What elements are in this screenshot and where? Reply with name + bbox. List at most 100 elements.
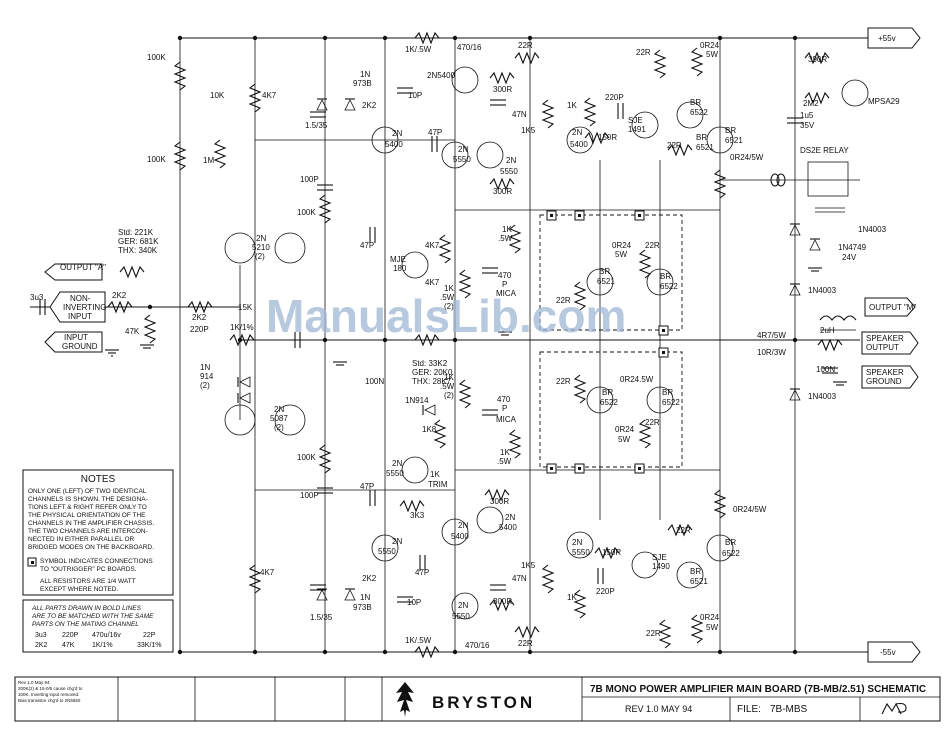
label-c-47p-mid: 47P xyxy=(428,128,442,137)
label-bias-thx: THX: 28K7 xyxy=(412,377,452,386)
label-relay: DS2E RELAY xyxy=(800,146,849,155)
label-q-2n5210-3: (2) xyxy=(255,252,265,261)
label-q-br6521-d-1: BR xyxy=(690,567,701,576)
label-r-0r24-5w-d: 0R24.5W xyxy=(620,375,654,384)
label-q-mje180-1: MJE xyxy=(390,255,406,264)
input-label-1: NON- xyxy=(70,294,91,303)
label-q-2n5087-3: (2) xyxy=(274,423,284,432)
label-r-0r24-5w-e-2: 5W xyxy=(618,435,630,444)
rev-note-1: Rev 1.0 May 94 xyxy=(18,680,50,685)
label-c-1-5-35-top: 1.5/35 xyxy=(305,121,328,130)
matched-33k-1pct: 33K/1% xyxy=(137,642,162,649)
label-r-100k-b: 100K xyxy=(147,155,166,164)
label-c-470p-mica-b-1: 470 xyxy=(497,395,511,404)
label-gain-ger: GER: 681K xyxy=(118,237,159,246)
label-q-br6522-d-1: BR xyxy=(662,388,673,397)
label-q-br6521-a-2: 6521 xyxy=(696,143,714,152)
label-zener-top-1: 1N xyxy=(360,70,370,79)
label-r-100k-c: 100K xyxy=(297,208,316,217)
label-r-1k-5w-m2-2: .5W xyxy=(440,293,455,302)
label-c-470-16-top: 470/16 xyxy=(457,43,482,52)
label-r-1k-5w-m2-1: 1K xyxy=(444,284,454,293)
label-r-1k-5w-m4-1: 1K xyxy=(500,448,510,457)
label-c-470p-mica-a-1: 470 xyxy=(498,271,512,280)
label-d-1n4003-a: 1N4003 xyxy=(858,225,887,234)
notes-resistor-1: ALL RESISTORS ARE 1/4 WATT xyxy=(40,578,136,585)
label-r-10k: 10K xyxy=(210,91,225,100)
label-r-4k7-bot: 4K7 xyxy=(260,568,275,577)
label-d-1n914-1: 1N xyxy=(200,363,210,372)
label-trim-1: 1K xyxy=(430,470,440,479)
label-q-2n5087-1: 2N xyxy=(274,405,284,414)
label-q-br6522-e-1: BR xyxy=(725,538,736,547)
label-q-sje1490-1: SJE xyxy=(652,553,667,562)
input-ground-label-2: GROUND xyxy=(62,342,98,351)
label-c-100p-a: 100P xyxy=(300,175,319,184)
label-r-100k-d: 100K xyxy=(297,453,316,462)
label-gain-std: Std: 221K xyxy=(118,228,154,237)
label-q-2n5400-d-2: 5400 xyxy=(570,140,588,149)
rev-note-4: Bias transistor chg'd to 2N5550 xyxy=(18,698,81,703)
label-r-4r7-5w: 4R7/5W xyxy=(757,331,786,340)
label-q-br6522-a-2: 6522 xyxy=(690,108,708,117)
notes-resistor-2: EXCEPT WHERE NOTED. xyxy=(40,586,118,593)
label-c-1-5-35-bot: 1.5/35 xyxy=(310,613,333,622)
rev-note-3: 100K. Inverting input removed. xyxy=(18,692,79,697)
label-q-br6521-c-2: 6521 xyxy=(597,277,615,286)
designer-mark-icon xyxy=(881,702,907,715)
brand-logo: BRYSTON xyxy=(432,693,535,712)
label-c-220p-a: 220P xyxy=(605,93,624,102)
label-c-47p-c: 47P xyxy=(415,568,429,577)
notes-symbol-1: SYMBOL INDICATES CONNECTIONS xyxy=(40,558,153,565)
label-c-470p-mica-b-3: MICA xyxy=(496,415,517,424)
speaker-ground-connector: SPEAKER GROUND xyxy=(861,365,919,389)
label-r-1k-5w-top: 1K/.5W xyxy=(405,45,432,54)
label-q-br6521-a-1: BR xyxy=(696,133,707,142)
label-q-2n5210-1: 2N xyxy=(256,234,266,243)
revision-text: REV 1.0 MAY 94 xyxy=(625,704,692,714)
label-d-1n914-b: 1N914 xyxy=(405,396,429,405)
label-l-2uh: 2uH xyxy=(820,326,835,335)
label-r-22r-g: 22R xyxy=(645,418,660,427)
rev-note-2: 200K(2) & 15-0/5 cause chg'd to xyxy=(18,686,83,691)
speaker-output-label-2: OUTPUT xyxy=(866,343,899,352)
diodes xyxy=(237,98,821,601)
label-r-47k: 47K xyxy=(125,327,140,336)
label-q-2n5400-a-1: 2N xyxy=(392,129,402,138)
label-c-10p-top: 10P xyxy=(408,91,422,100)
label-r-1k-5w-m4-2: .5W xyxy=(497,457,512,466)
matched-2k2: 2K2 xyxy=(35,642,48,649)
label-r-10r-3w: 10R/3W xyxy=(757,348,786,357)
label-q-2n5550-c-1: 2N xyxy=(506,156,516,165)
label-r-1k5-top: 1K5 xyxy=(521,126,536,135)
label-q-br6522-b-2: 6522 xyxy=(660,282,678,291)
label-q-2n5400-c-2: 5400 xyxy=(451,532,469,541)
positive-rail: +55v xyxy=(180,27,921,49)
capacitors xyxy=(39,87,838,603)
label-r-0r24-5w-e-1: 0R24 xyxy=(615,425,635,434)
signal-bus xyxy=(30,38,860,652)
label-r-2k2-bot: 2K2 xyxy=(362,574,377,583)
label-bias-ger: GER: 20K0 xyxy=(412,368,453,377)
label-r-4k7-top: 4K7 xyxy=(262,91,277,100)
label-q-br6522-b-1: BR xyxy=(660,272,671,281)
label-r-1k8: 1K8 xyxy=(422,425,437,434)
label-r-2k2-b: 2K2 xyxy=(192,313,207,322)
label-r-4k7-m2: 4K7 xyxy=(425,278,440,287)
label-r-300r-a: 300R xyxy=(493,85,512,94)
notes-line-7: NECTED IN EITHER PARALLEL OR xyxy=(28,536,134,543)
label-r-47n-top: 47N xyxy=(512,110,527,119)
matched-3u3: 3u3 xyxy=(35,632,47,639)
notes-line-6: THE TWO CHANNELS ARE INTERCON- xyxy=(28,528,148,535)
label-q-2n5400-d-1: 2N xyxy=(572,128,582,137)
non-inverting-input-connector: NON- INVERTING INPUT xyxy=(49,291,106,323)
label-q-2n5400-a-2: 5400 xyxy=(385,140,403,149)
notes-title: NOTES xyxy=(81,474,116,485)
label-c-1u5-1: 1u5 xyxy=(800,111,814,120)
outrigger-connection-symbols xyxy=(546,210,669,474)
speaker-ground-label-2: GROUND xyxy=(866,377,902,386)
relay-and-output xyxy=(770,161,857,331)
label-q-2n5550-b-2: 5550 xyxy=(453,155,471,164)
matched-1k-1pct: 1K/1% xyxy=(92,642,113,649)
